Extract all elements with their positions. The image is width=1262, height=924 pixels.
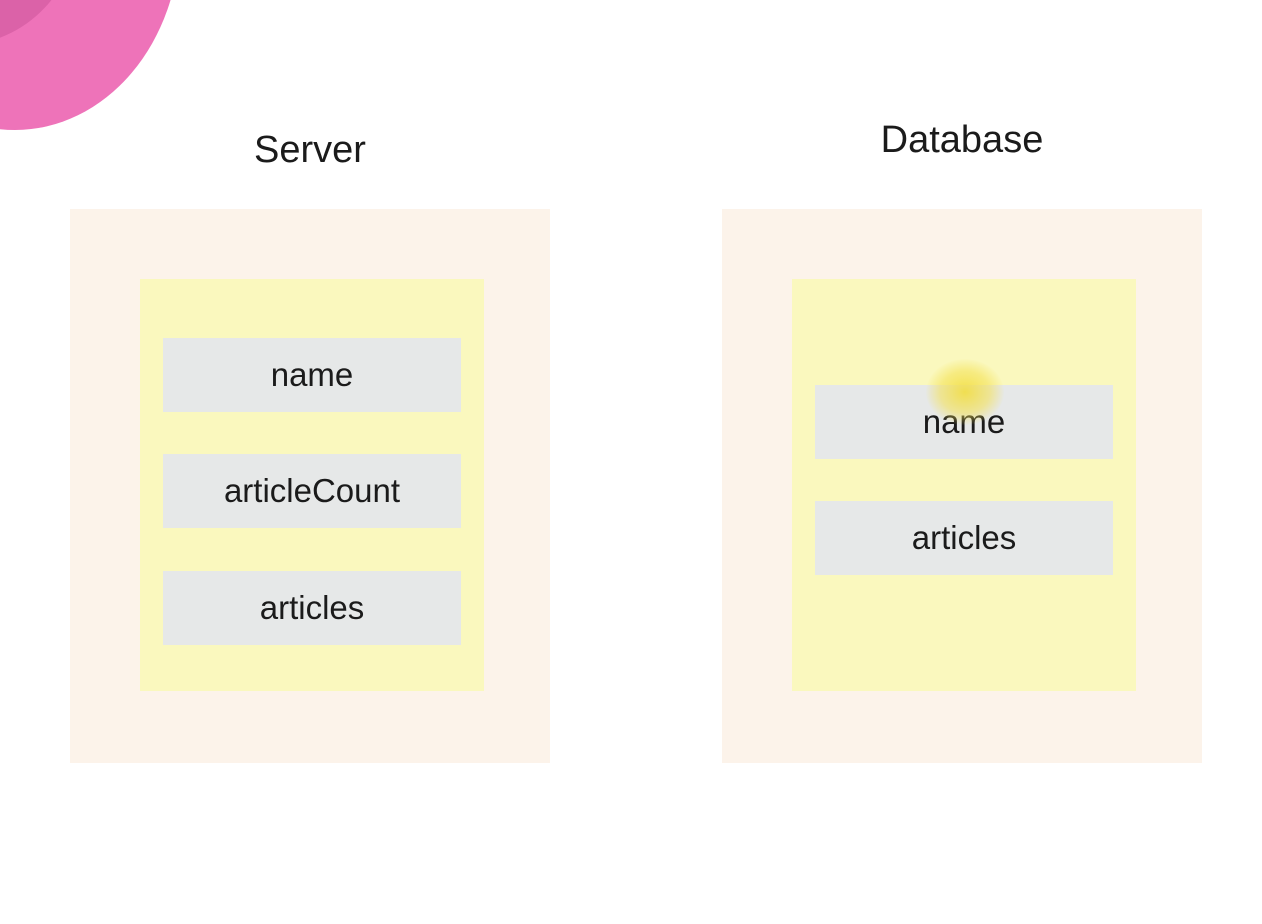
database-title: Database [880,119,1044,161]
database-field-name: name [815,385,1113,459]
server-field-article-count: articleCount [163,454,461,528]
database-field-articles: articles [815,501,1113,575]
server-title: Server [254,129,366,171]
server-field-name: name [163,338,461,412]
server-field-articles: articles [163,571,461,645]
database-outer-box: name articles [722,209,1202,763]
server-record-box: name articleCount articles [140,279,484,691]
server-outer-box: name articleCount articles [70,209,550,763]
database-record-box: name articles [792,279,1136,691]
